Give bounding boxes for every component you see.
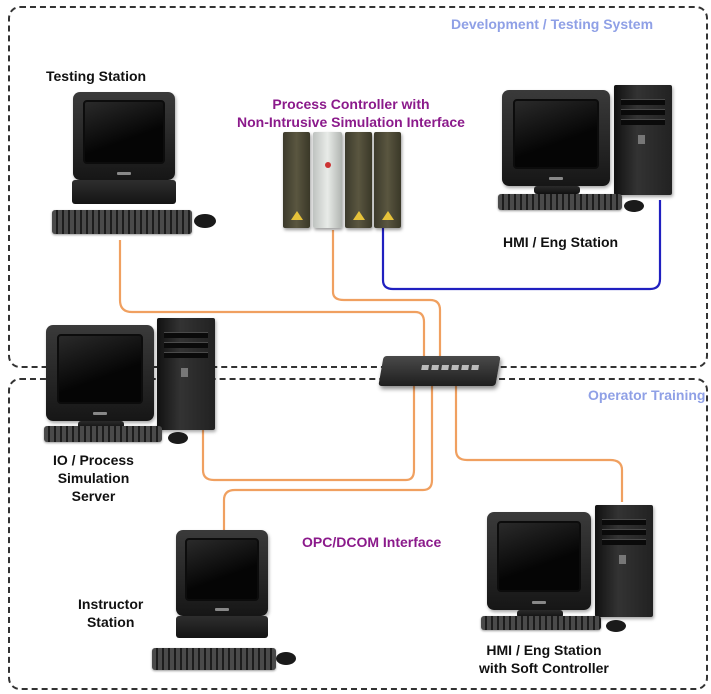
cable-hmi-soft xyxy=(454,384,624,502)
mouse-icon xyxy=(194,214,216,228)
keyboard-icon xyxy=(44,426,162,442)
monitor-stand xyxy=(534,186,580,194)
cable-direct-hmi xyxy=(381,200,662,291)
operator-zone-title: Operator Training xyxy=(588,387,706,403)
mouse-icon xyxy=(606,620,626,632)
cable-instructor xyxy=(222,384,434,530)
process-controller-label: Process Controller with Non-Intrusive Si… xyxy=(237,96,465,130)
hmi-eng-station-soft-controller-label: HMI / Eng Station with Soft Controller xyxy=(479,642,609,676)
cable-testing-station xyxy=(118,240,426,362)
development-zone-title: Development / Testing System xyxy=(451,16,654,32)
opc-dcom-interface-label: OPC/DCOM Interface xyxy=(302,534,442,550)
operator-training-zone xyxy=(8,378,708,690)
cable-io-server xyxy=(201,384,416,482)
cable-controller xyxy=(331,230,442,360)
keyboard-icon xyxy=(481,616,601,630)
monitor-stand xyxy=(78,421,124,429)
keyboard-icon xyxy=(152,648,276,670)
desktop-case xyxy=(176,616,268,638)
monitor-stand xyxy=(517,610,563,618)
instructor-station-label: Instructor Station xyxy=(78,596,144,630)
crt-monitor-icon xyxy=(176,530,268,616)
testing-station-label: Testing Station xyxy=(46,68,147,84)
keyboard-icon xyxy=(52,210,192,234)
mouse-icon xyxy=(624,200,644,212)
crt-monitor-icon xyxy=(73,92,175,180)
hmi-eng-station-label: HMI / Eng Station xyxy=(503,234,619,250)
mouse-icon xyxy=(168,432,188,444)
crt-monitor-icon xyxy=(487,512,591,610)
development-testing-zone xyxy=(8,6,708,368)
keyboard-icon xyxy=(498,194,622,210)
plc-controller-icon xyxy=(283,132,401,228)
tower-pc-icon xyxy=(157,318,215,430)
desktop-case xyxy=(72,180,176,204)
tower-pc-icon xyxy=(614,85,672,195)
tower-pc-icon xyxy=(595,505,653,617)
mouse-icon xyxy=(276,652,296,665)
network-switch-icon xyxy=(378,356,501,386)
crt-monitor-icon xyxy=(46,325,154,421)
io-process-simulation-server-label: IO / Process Simulation Server xyxy=(53,452,134,504)
crt-monitor-icon xyxy=(502,90,610,186)
